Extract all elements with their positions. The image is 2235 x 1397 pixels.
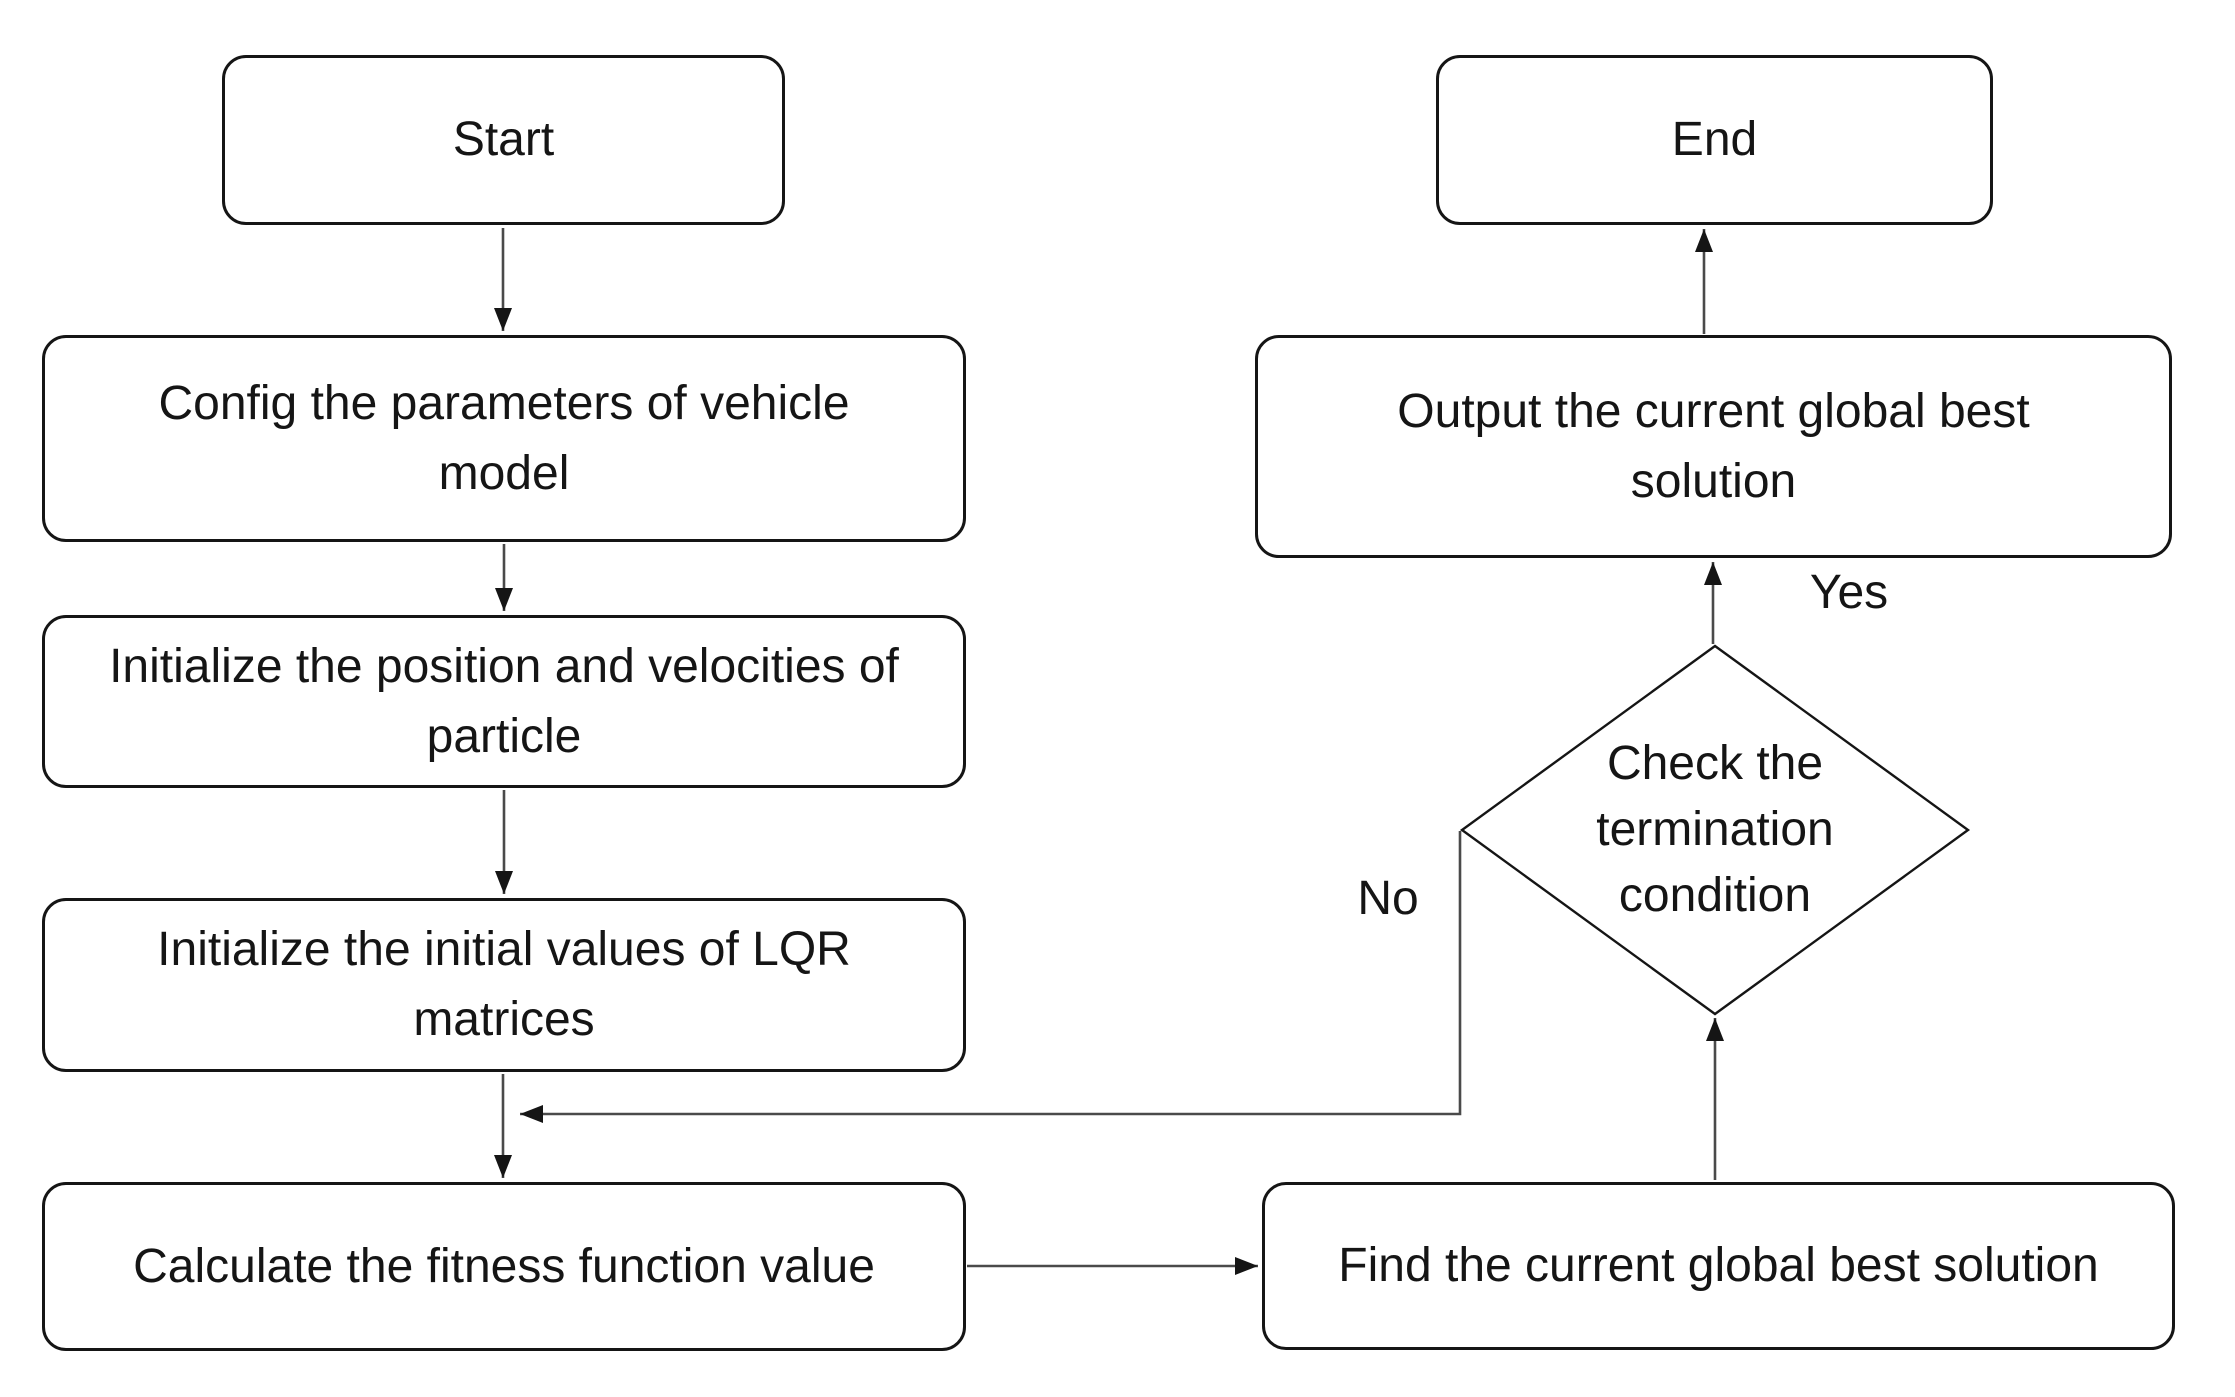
decision-node-check-termination: Check the termination condition — [1555, 731, 1875, 929]
node-label: Initialize the position and velocities o… — [109, 639, 899, 763]
process-node-output-global-best: Output the current global best solution — [1255, 335, 2172, 558]
node-label: Calculate the fitness function value — [133, 1239, 875, 1293]
node-label: Initialize the initial values of LQR mat… — [157, 923, 851, 1046]
node-label: Output the current global best solution — [1397, 384, 2030, 508]
process-node-config-vehicle-params: Config the parameters of vehicle model — [42, 335, 966, 542]
process-node-init-lqr-matrices: Initialize the initial values of LQR mat… — [42, 898, 966, 1072]
node-label: Start — [452, 113, 555, 166]
process-node-calc-fitness: Calculate the fitness function value — [42, 1182, 966, 1351]
process-node-find-global-best: Find the current global best solution — [1262, 1182, 2175, 1350]
terminator-node-end: End — [1436, 55, 1993, 225]
edge-check-termination-no-return — [520, 831, 1462, 1123]
node-label: Find the current global best solution — [1338, 1239, 2099, 1292]
process-node-init-particles: Initialize the position and velocities o… — [42, 615, 966, 788]
edge-label-yes: Yes — [1809, 566, 1889, 619]
decision-diamond-shape — [1459, 644, 1971, 1016]
node-label: End — [1671, 113, 1758, 166]
node-label: Config the parameters of vehicle model — [158, 376, 850, 500]
terminator-node-start: Start — [222, 55, 785, 225]
edge-label-no: No — [1357, 872, 1419, 925]
node-label: Check the termination condition — [1596, 737, 1834, 922]
